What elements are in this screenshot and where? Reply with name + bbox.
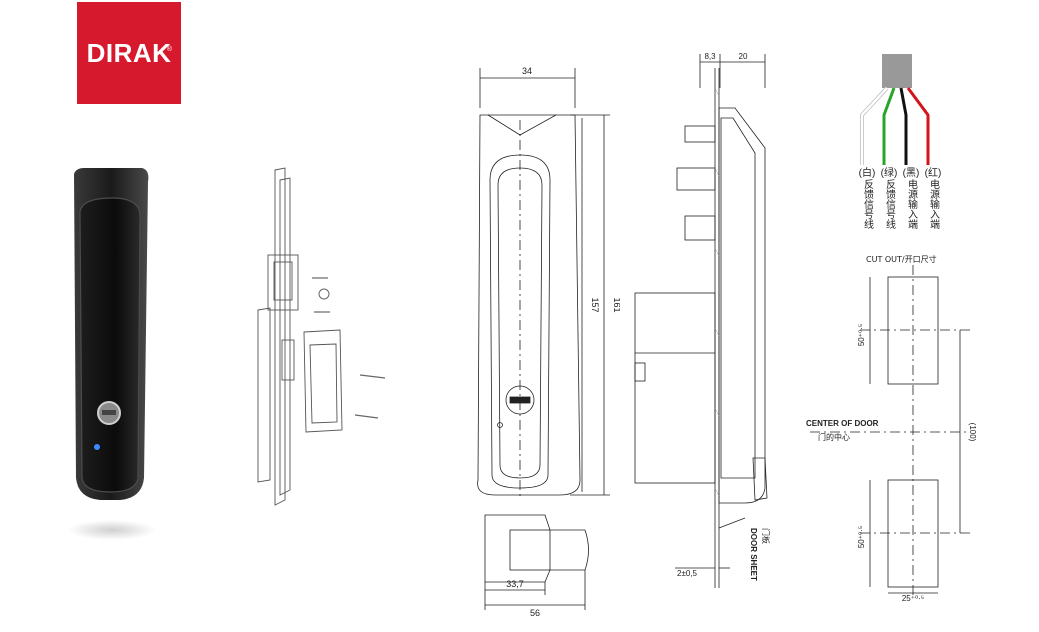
hatch xyxy=(714,407,720,417)
brand-logo: DIRAK ® xyxy=(77,2,181,104)
exploded-latch-case xyxy=(303,329,343,433)
exploded-rod xyxy=(274,167,286,506)
dim-label-8-3: 8,3 xyxy=(704,52,716,61)
dim-label-100: (100) xyxy=(968,423,977,442)
photo-led xyxy=(94,444,100,450)
dim-label-56: 56 xyxy=(530,608,540,618)
hatch xyxy=(714,87,720,97)
door-sheet-leader xyxy=(718,517,746,529)
dim-label-34: 34 xyxy=(522,66,532,76)
dim-label-157: 157 xyxy=(590,297,600,312)
photo-shadow xyxy=(68,520,156,540)
wire-label-red-color: (红) xyxy=(924,168,942,179)
wire-label-red: (红) 电源输入端 xyxy=(924,168,942,229)
cutout-title: CUT OUT/开口尺寸 xyxy=(866,255,937,264)
wire-label-white-desc: 反馈信号线 xyxy=(861,179,873,229)
wire-label-black: (黑) 电源输入端 xyxy=(902,168,920,229)
door-sheet-label-cn: 门板 xyxy=(761,528,771,544)
hatch xyxy=(714,327,720,337)
center-of-door-label-en: CENTER OF DOOR xyxy=(806,419,879,428)
side-latch-box xyxy=(634,292,716,484)
exploded-bracket xyxy=(281,339,295,381)
wire-green xyxy=(882,87,896,165)
photo-key-slot xyxy=(102,410,116,415)
wire-red xyxy=(906,87,930,165)
front-led xyxy=(497,422,503,428)
side-stud-bottom xyxy=(684,215,716,241)
bottom-view-body xyxy=(484,514,589,583)
cable-jacket xyxy=(882,54,912,88)
wire-label-green-desc: 反馈信号线 xyxy=(883,179,895,229)
dim-label-33-7: 33,7 xyxy=(506,579,524,589)
side-stud-top xyxy=(684,125,716,143)
cutout-upper xyxy=(887,276,939,385)
dim-label-sheet-thickness: 2±0,5 xyxy=(677,569,698,578)
exploded-lock-block xyxy=(267,254,299,311)
wire-label-red-desc: 电源输入端 xyxy=(927,179,939,229)
dim-label-20: 20 xyxy=(739,52,748,61)
bottom-view-mechanism xyxy=(509,529,551,571)
exploded-latch-inner xyxy=(309,343,338,424)
dim-label-161: 161 xyxy=(612,297,620,312)
dim-label-50-bottom: 50⁺⁰·⁵ xyxy=(857,526,866,548)
exploded-nut xyxy=(318,288,330,300)
door-sheet-label-en: DOOR SHEET xyxy=(749,528,758,581)
product-photo xyxy=(68,168,156,540)
photo-handle xyxy=(79,197,141,493)
hatch xyxy=(714,487,720,497)
registered-mark: ® xyxy=(166,46,172,53)
wire-label-black-desc: 电源输入端 xyxy=(905,179,917,229)
side-view-drawing: 8,3 20 2±0,5 门板 DOOR SHEET xyxy=(634,52,771,588)
exploded-lock-inner xyxy=(273,261,293,301)
side-housing xyxy=(718,107,766,504)
exploded-rod-back xyxy=(279,177,291,496)
wire-label-white: (白) 反馈信号线 xyxy=(858,168,876,229)
front-handle xyxy=(489,154,551,489)
side-handle xyxy=(720,117,756,479)
side-stud-mid xyxy=(676,167,716,191)
exploded-plate xyxy=(257,307,271,483)
exploded-view xyxy=(257,167,386,506)
front-housing xyxy=(477,114,581,496)
wire-labels: (白) 反馈信号线 (绿) 反馈信号线 (黑) 电源输入端 (红) 电源输入端 xyxy=(854,168,964,238)
side-latch-tab xyxy=(634,362,646,382)
wire-label-white-color: (白) xyxy=(858,168,876,179)
cutout-diagram: 50⁺⁰·⁵ 50⁺⁰·⁵ (100) 25⁺⁰·⁵ xyxy=(810,265,977,603)
dim-label-50-top: 50⁺⁰·⁵ xyxy=(857,324,866,346)
wire-label-green-color: (绿) xyxy=(880,168,898,179)
brand-logo-text: DIRAK xyxy=(86,37,172,68)
front-handle-inner xyxy=(497,167,543,479)
wire-black xyxy=(899,87,908,165)
hatch xyxy=(714,247,720,257)
wire-diagram xyxy=(860,54,930,165)
center-of-door-label-cn: 门的中心 xyxy=(818,433,850,442)
wire-label-black-color: (黑) xyxy=(902,168,920,179)
wire-label-green: (绿) 反馈信号线 xyxy=(880,168,898,229)
front-view-drawing: 34 157 161 33,7 56 xyxy=(477,66,620,618)
screw-3 xyxy=(359,374,386,379)
screw-4 xyxy=(354,414,379,419)
side-bottom-lip xyxy=(752,457,768,501)
dim-label-25: 25⁺⁰·⁵ xyxy=(902,594,924,603)
hatch xyxy=(714,167,720,177)
front-top-bevel xyxy=(487,114,557,136)
